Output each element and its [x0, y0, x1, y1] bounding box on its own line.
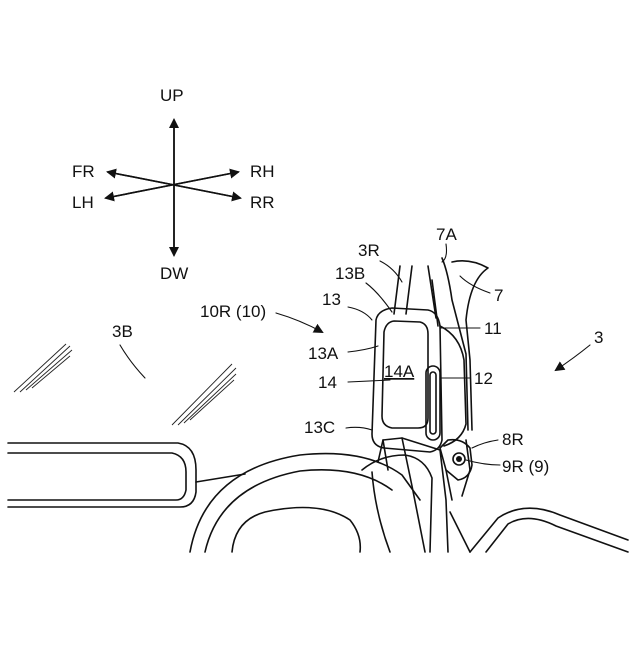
side-light-inner [430, 372, 436, 434]
label-windshield: 3B [112, 322, 133, 341]
label-left: LH [72, 193, 94, 212]
label-housing-front: 13A [308, 344, 339, 363]
label-pillar-trim-part: 7A [436, 225, 457, 244]
dashboard [8, 443, 245, 507]
door-frame [450, 508, 628, 552]
steering-wheel [190, 454, 432, 552]
label-display: 14 [318, 373, 337, 392]
support-stalk [378, 438, 448, 552]
label-camera-ref: 9R (9) [502, 457, 549, 476]
camera-lens [456, 456, 462, 462]
label-front: FR [72, 162, 95, 181]
windshield-glare [14, 344, 236, 425]
label-pillar-right: 3R [358, 241, 380, 260]
label-light: 12 [474, 369, 493, 388]
label-device-ref: 10R (10) [200, 302, 266, 321]
label-right: RH [250, 162, 275, 181]
label-down: DW [160, 264, 188, 283]
label-pillar-trim: 7 [494, 286, 503, 305]
label-housing: 13 [322, 290, 341, 309]
label-housing-bottom: 13C [304, 418, 335, 437]
orientation-compass: UP DW FR LH RH RR [72, 86, 275, 283]
label-display-screen: 14A [384, 362, 415, 381]
label-vehicle: 3 [594, 328, 603, 347]
label-housing-top: 13B [335, 264, 365, 283]
label-rear: RR [250, 193, 275, 212]
label-up: UP [160, 86, 184, 105]
label-mirror-base: 8R [502, 430, 524, 449]
label-bracket: 11 [484, 319, 502, 338]
bracket-outline [440, 326, 466, 446]
